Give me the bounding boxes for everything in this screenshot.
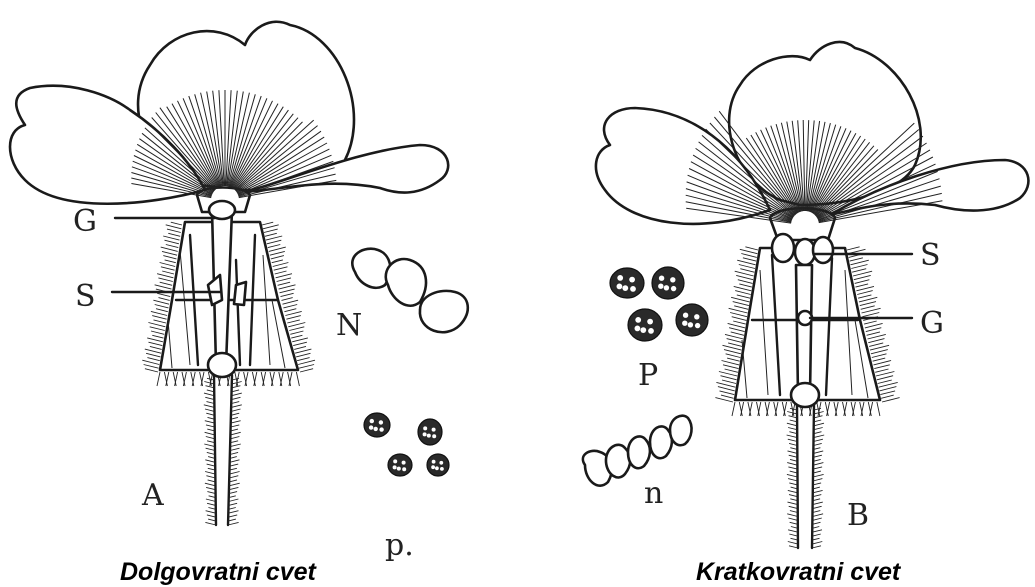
flower-b-anthers — [772, 234, 833, 265]
flower-a-stem — [214, 375, 232, 525]
flower-b-stem-hairs — [787, 408, 825, 548]
flower-b-label-g: G — [920, 306, 944, 341]
flower-a-letter: A — [141, 478, 164, 513]
flower-a-label-g: G — [73, 204, 97, 239]
flower-a-pollen-large-label: N — [336, 308, 362, 343]
flower-b-pollen-small-label: n — [644, 476, 663, 511]
flower-a-caption: Dolgovratni cvet — [120, 558, 318, 586]
flower-b-letter: B — [847, 498, 869, 533]
flower-a-pollen-large-grains — [352, 249, 467, 333]
flower-b-caption: Kratkovratni cvet — [696, 558, 902, 586]
flower-b-pollen-large-grains — [610, 267, 708, 341]
flower-b-stem — [797, 405, 814, 548]
flower-a-label-s: S — [75, 279, 96, 314]
flower-a-pollen-small-grains — [364, 413, 449, 476]
flower-a-pollen-small-label: p. — [385, 528, 414, 563]
flower-b-pollen-small-grains — [583, 416, 692, 486]
flower-b-pollen-large-label: P — [638, 358, 658, 393]
flower-a-stem-hairs — [204, 378, 242, 525]
flower-b-label-s: S — [920, 238, 941, 273]
